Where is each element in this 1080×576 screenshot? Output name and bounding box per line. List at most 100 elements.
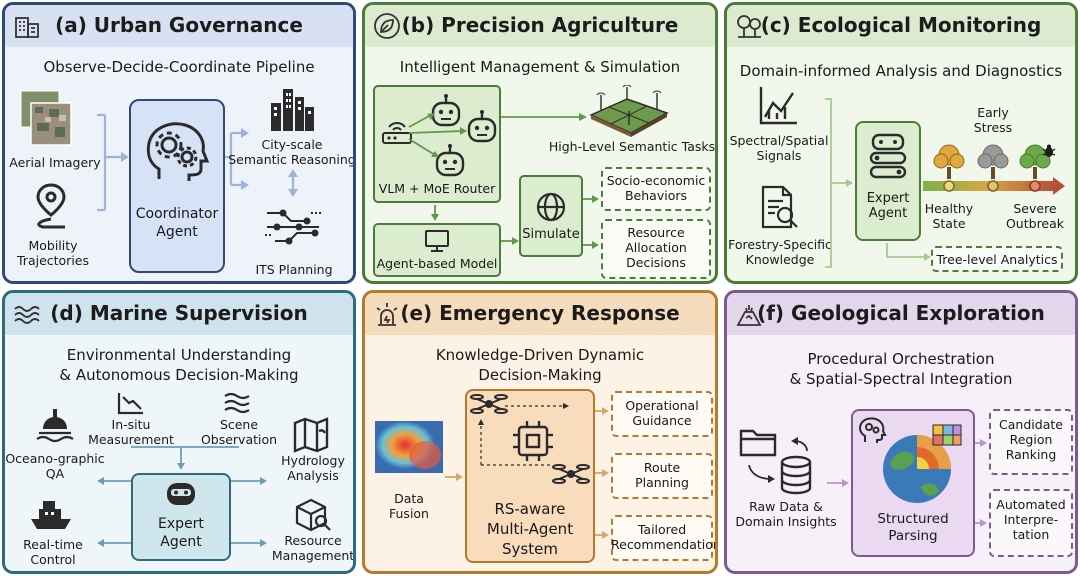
input-label-mobility: Mobility Trajectories (17, 238, 89, 268)
map-book-icon (291, 417, 331, 453)
coordinator-agent-label: Coordinator Agent (135, 206, 219, 240)
panel-urban-governance: (a) Urban Governance Observe-Decide-Coor… (2, 2, 356, 284)
output-box-guidance (611, 391, 713, 437)
smart-farm-field-icon (587, 85, 671, 137)
input-label-knowledge: Forestry-Specific Knowledge (728, 237, 832, 267)
alert-light-icon (373, 300, 401, 328)
panel-header (5, 5, 353, 47)
output-label-ranking: Candidate Region Ranking (999, 417, 1063, 462)
marine-flow-arrows (97, 446, 267, 547)
output-label-its: ITS Planning (255, 262, 333, 277)
input-label-raw: Raw Data & Domain Insights (735, 499, 837, 529)
stage-label-severe: Severe Outbreak (1005, 201, 1065, 231)
multi-agent-system-label: RS-aware Multi-Agent System (486, 500, 574, 558)
output-label-resource: Resource Allocation Decisions (625, 225, 687, 270)
panel-header (365, 5, 715, 47)
beetle-icon (1041, 143, 1057, 159)
infested-tree-icon (1017, 141, 1053, 181)
drone-icon (469, 391, 509, 417)
urban-flow-arrows (97, 113, 298, 212)
panel-precision-agriculture: (b) Precision Agriculture Intelligent Ma… (362, 2, 718, 284)
expert-agent-label: Expert Agent (866, 191, 910, 221)
output-label-semantic: City-scale Semantic Reasoning (228, 137, 356, 167)
geo-flow-arrows (827, 439, 987, 527)
stage-label-healthy: Healthy State (924, 201, 974, 231)
panel-subtitle: Domain-informed Analysis and Diagnostics (739, 62, 1063, 80)
panel-title: (a) Urban Governance (55, 13, 303, 37)
panel-title: (e) Emergency Response (400, 301, 680, 325)
globe-icon (535, 191, 567, 223)
panel-title: (c) Ecological Monitoring (760, 13, 1042, 37)
output-label-socio: Socio-economic Behaviors (606, 173, 706, 203)
panel-header (727, 5, 1075, 47)
skyscrapers-icon (267, 83, 317, 133)
stage-markers (943, 180, 1041, 192)
geo-cycle-arrows (748, 437, 808, 483)
package-search-icon (293, 497, 333, 533)
task-label: High-Level Semantic Tasks (548, 139, 716, 154)
output-box-route (611, 453, 713, 499)
tree-analytics-label: Tree-level Analytics (936, 252, 1058, 267)
model-label: Agent-based Model (376, 256, 498, 271)
ship-icon (29, 497, 73, 535)
location-pin-icon (29, 181, 73, 231)
healthy-tree-icon (931, 141, 967, 181)
heatmap-icon (375, 421, 443, 473)
coordinator-agent-box (129, 99, 225, 273)
output-box-resource (601, 219, 711, 279)
panel-subtitle: Intelligent Management & Simulation (399, 58, 681, 76)
panel-subtitle: Environmental Understanding & Autonomous… (59, 346, 299, 384)
trees-icon (735, 12, 763, 40)
output-label-guidance: Operational Guidance (625, 398, 699, 428)
left-label-control: Real-time Control (23, 537, 83, 567)
earth-layers-icon (877, 421, 963, 507)
input-label-signals: Spectral/Spatial Signals (729, 133, 829, 163)
buoy-icon (35, 407, 75, 445)
output-label-interpretation: Automated Interpre- tation (996, 497, 1066, 542)
panel-ecological-monitoring: (c) Ecological Monitoring Domain-informe… (724, 2, 1078, 284)
router-label: VLM + MoE Router (378, 181, 496, 196)
trend-down-icon (117, 391, 145, 415)
panel-title: (f) Geological Exploration (757, 301, 1045, 325)
panel-geological-exploration: (f) Geological Exploration Procedural Or… (724, 290, 1078, 574)
panel-marine-supervision: (d) Marine Supervision Environmental Und… (2, 290, 356, 574)
output-box-ranking (989, 409, 1073, 475)
simulate-label: Simulate (522, 227, 580, 242)
gears-head-icon (141, 117, 213, 189)
panel-subtitle: Observe-Decide-Coordinate Pipeline (43, 58, 315, 76)
right-label-resource: Resource Management (271, 533, 355, 563)
panel-header (365, 293, 715, 335)
panel-header (5, 293, 353, 335)
drone-icon (551, 461, 591, 487)
robot-arm-agent-icon (865, 131, 911, 183)
stressed-tree-icon (975, 141, 1011, 181)
output-label-route: Route Planning (635, 460, 689, 490)
input-label-insitu: In-situ Measurement (88, 417, 174, 447)
monitor-icon (423, 229, 451, 253)
document-search-icon (757, 185, 801, 231)
leaf-icon (373, 12, 401, 40)
simulate-box (519, 175, 583, 257)
database-icon (777, 455, 815, 495)
expert-agent-box (855, 121, 921, 241)
left-label-qa: Oceano-graphic QA (5, 451, 105, 481)
emergency-flow-arrows (445, 403, 609, 539)
input-label-aerial: Aerial Imagery (9, 155, 101, 170)
wifi-router-icon (379, 115, 415, 147)
output-box-interpretation (989, 489, 1073, 557)
robot-face-icon (163, 479, 199, 509)
aerial-imagery-icon (19, 89, 75, 149)
panel-subtitle: Knowledge-Driven Dynamic Decision-Making (435, 346, 645, 384)
agri-flow-arrows (408, 113, 599, 249)
volcano-icon (735, 300, 763, 328)
city-buildings-icon (13, 12, 41, 40)
panel-title: (b) Precision Agriculture (401, 13, 679, 37)
input-label-scene: Scene Observation (200, 417, 278, 447)
brain-head-icon (857, 415, 887, 445)
waves-icon (13, 300, 41, 328)
panel-title: (d) Marine Supervision (50, 301, 308, 325)
panel-subtitle: Procedural Orchestration & Spatial-Spect… (789, 350, 1013, 388)
line-chart-icon (757, 85, 799, 127)
panel-emergency-response: (e) Emergency Response Knowledge-Driven … (362, 290, 718, 574)
robot-agent-icon (465, 109, 499, 145)
